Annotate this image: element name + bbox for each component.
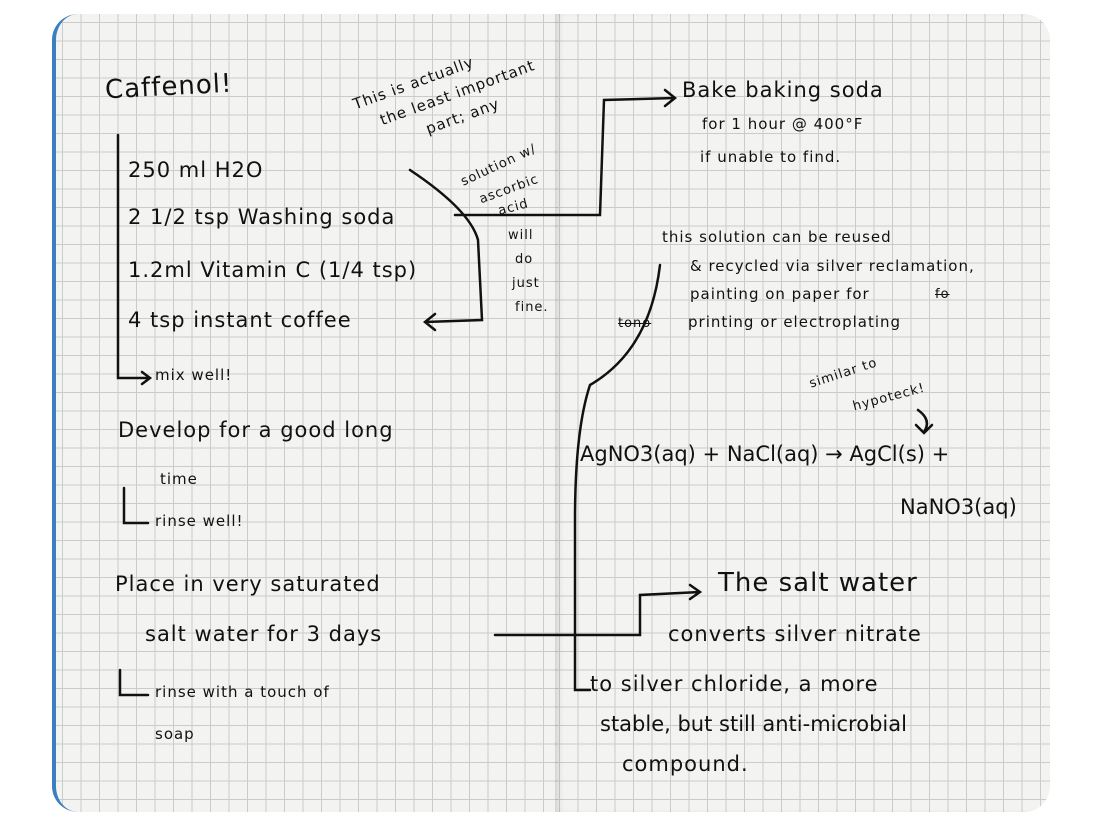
ingredient-item: 4 tsp instant coffee xyxy=(128,308,352,332)
salt-note: converts silver nitrate xyxy=(668,622,922,646)
baking-soda-arrow xyxy=(453,88,678,217)
margin-note-line: just xyxy=(512,276,540,291)
reuse-note: printing or electroplating xyxy=(688,313,902,331)
struck-text: fo xyxy=(935,287,950,302)
salt-note: to silver chloride, a more xyxy=(590,672,879,696)
notebook-left-page xyxy=(52,14,559,812)
reuse-connector xyxy=(573,263,662,692)
salt-water-text: Place in very saturated xyxy=(115,572,381,596)
ingredients-bracket xyxy=(116,133,153,386)
salt-water-connector xyxy=(493,583,703,637)
margin-note-line: fine. xyxy=(515,300,549,315)
baking-soda-text: Bake baking soda xyxy=(682,78,884,102)
salt-water-text: salt water for 3 days xyxy=(145,622,383,646)
margin-note-line: do xyxy=(515,252,534,267)
chemical-equation: AgNO3(aq) + NaCl(aq) → AgCl(s) + xyxy=(580,442,950,466)
rinse-arrow-1 xyxy=(122,486,150,525)
develop-text: time xyxy=(160,470,198,488)
develop-text: Develop for a good long xyxy=(118,418,394,442)
reuse-note: this solution can be reused xyxy=(662,228,892,246)
baking-soda-text: for 1 hour @ 400°F xyxy=(702,115,864,133)
reuse-note: & recycled via silver reclamation, xyxy=(690,257,975,275)
notebook-right-page xyxy=(555,14,1050,812)
chemical-equation: NaNO3(aq) xyxy=(900,495,1017,519)
rinse-arrow-2 xyxy=(118,668,150,697)
baking-soda-text: if unable to find. xyxy=(700,148,842,166)
mix-step: mix well! xyxy=(155,366,233,384)
salt-note: The salt water xyxy=(718,568,918,598)
rinse-soap-text: rinse with a touch of xyxy=(155,683,330,701)
ingredient-item: 1.2ml Vitamin C (1/4 tsp) xyxy=(128,258,418,282)
salt-note: stable, but still anti-microbial xyxy=(600,712,907,736)
hypo-arrow xyxy=(914,408,934,435)
rinse-soap-text: soap xyxy=(155,725,195,743)
struck-text: tono xyxy=(618,316,652,331)
coffee-arrow xyxy=(408,168,484,332)
margin-note-line: will xyxy=(508,228,534,243)
reuse-note: painting on paper for xyxy=(690,285,870,303)
ingredient-item: 2 1/2 tsp Washing soda xyxy=(128,205,396,229)
salt-note: compound. xyxy=(622,752,749,776)
ingredient-item: 250 ml H2O xyxy=(128,158,264,182)
rinse-step: rinse well! xyxy=(155,512,244,530)
